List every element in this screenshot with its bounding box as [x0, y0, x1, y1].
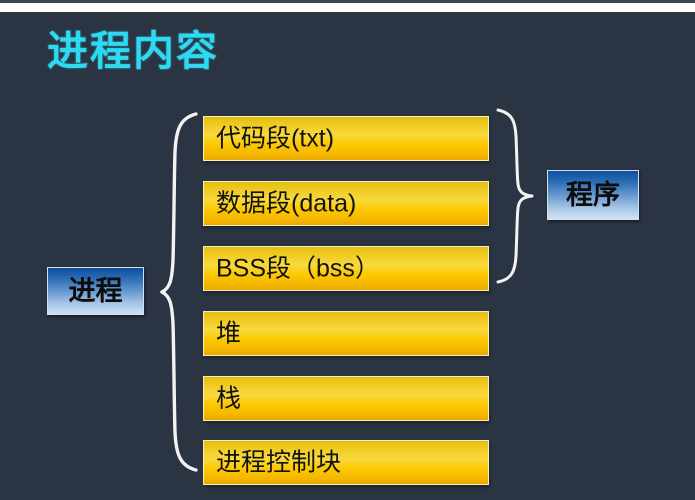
top-white-band [0, 3, 695, 12]
callout-process-label: 进程 [68, 275, 123, 306]
segment-label: 数据段(data) [216, 189, 357, 217]
segment-bar-bss[interactable]: BSS段（bss） [203, 246, 489, 291]
callout-program[interactable]: 程序 [547, 170, 639, 220]
segment-label: 栈 [216, 384, 242, 412]
callout-process[interactable]: 进程 [47, 267, 144, 315]
page-title: 进程内容 [47, 28, 219, 74]
segment-bar-code[interactable]: 代码段(txt) [203, 116, 489, 161]
segment-label: 堆 [216, 319, 242, 347]
segment-bar-pcb[interactable]: 进程控制块 [203, 440, 489, 485]
segment-bar-heap[interactable]: 堆 [203, 311, 489, 356]
program-brace-icon [496, 108, 534, 284]
segment-label: BSS段（bss） [216, 254, 380, 282]
top-hairline [0, 0, 695, 3]
segment-bar-data[interactable]: 数据段(data) [203, 181, 489, 226]
process-brace-icon [160, 112, 198, 472]
callout-program-label: 程序 [566, 179, 620, 210]
segment-label: 代码段(txt) [216, 124, 335, 152]
segment-bar-stack[interactable]: 栈 [203, 376, 489, 421]
segment-label: 进程控制块 [216, 448, 342, 476]
